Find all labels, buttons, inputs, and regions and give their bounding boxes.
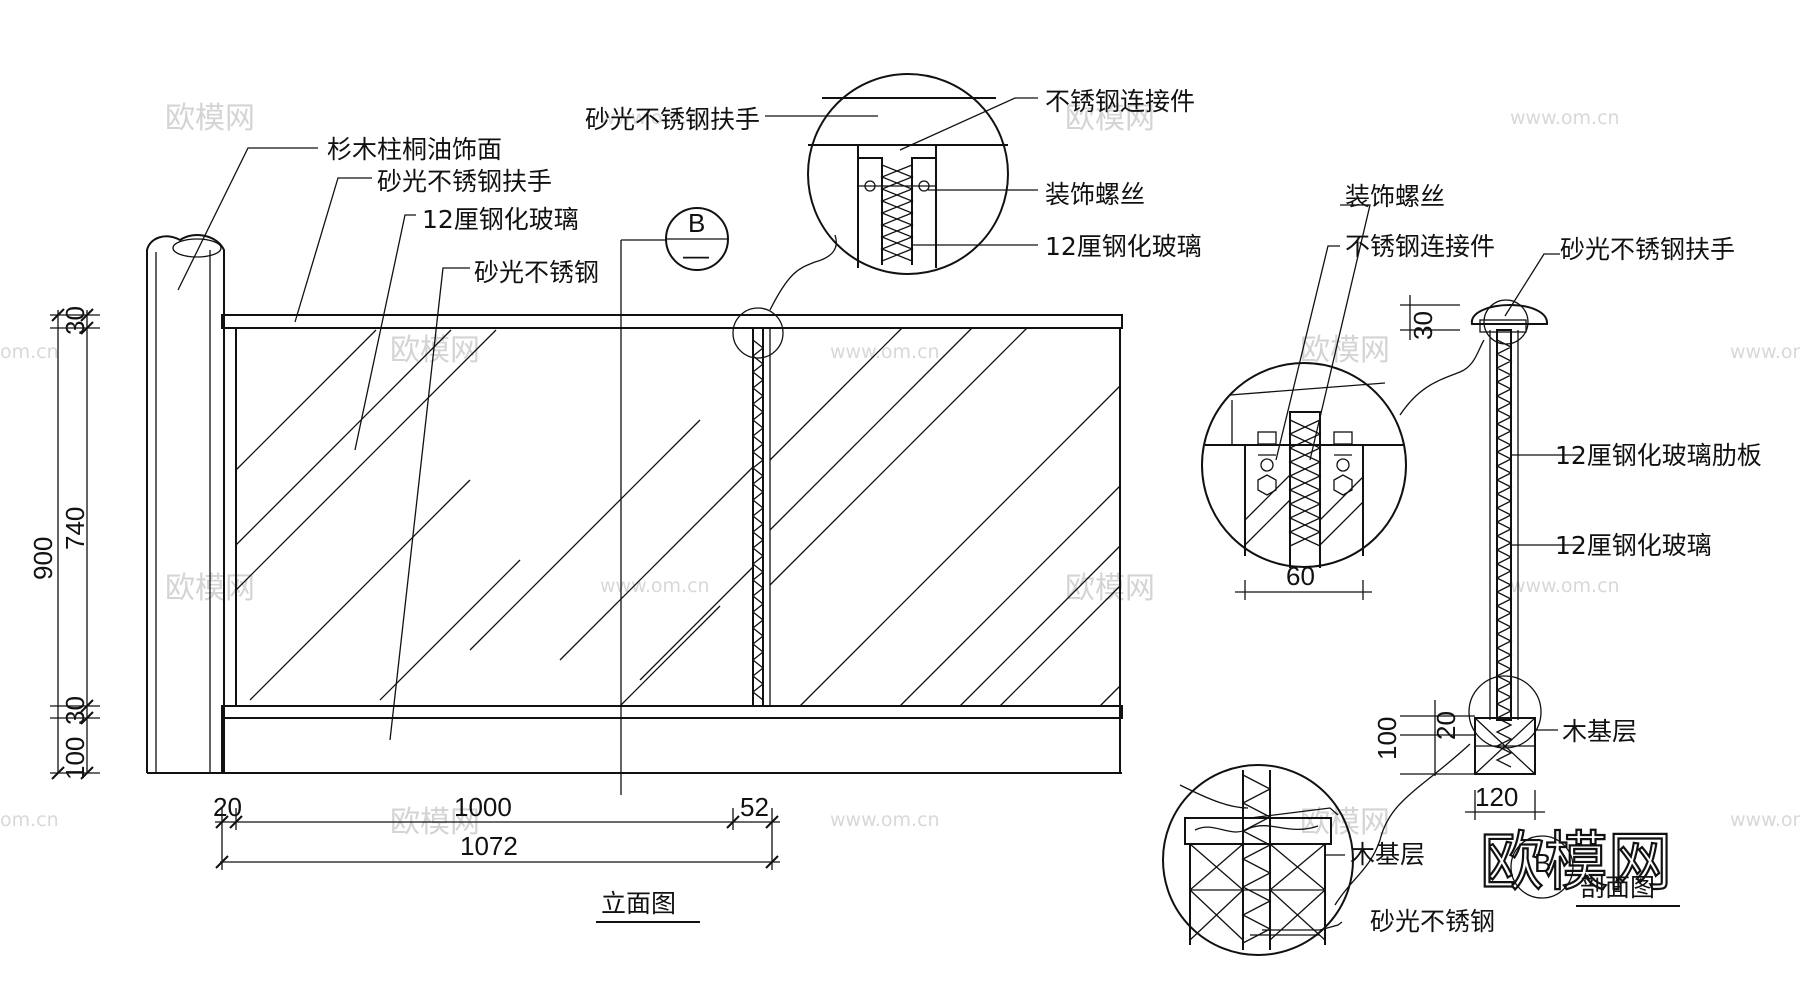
section-detail-width-dim: 60: [1286, 561, 1315, 591]
dim-panel-height: 740: [60, 507, 90, 550]
watermark-brand: 欧模网: [165, 101, 255, 136]
watermark-url: www.om.cn: [600, 575, 710, 597]
elevation-detail-circle: [732, 307, 784, 359]
section-dimensions: 30 20 100 120: [1372, 295, 1545, 820]
section-rib-label: 12厘钢化玻璃肋板: [1555, 441, 1762, 470]
watermark-brand: 欧模网: [1065, 101, 1155, 136]
section-connector-label: 不锈钢连接件: [1345, 232, 1495, 261]
section-title: 剖面图: [1580, 873, 1655, 902]
callout-fir-column: 杉木柱桐油饰面: [327, 135, 502, 164]
section-screw-label: 装饰螺丝: [1345, 182, 1445, 211]
dim-total-height: 900: [28, 537, 58, 580]
dim-total-width: 1072: [460, 831, 518, 861]
detail-top-screw-label: 装饰螺丝: [1045, 180, 1145, 209]
section-dim-rail: 20: [1431, 711, 1461, 740]
section-glass: [1496, 329, 1512, 721]
section-handrail: [1470, 303, 1548, 325]
elevation-bottom-rail: [221, 705, 1123, 719]
watermarks: 欧模网 欧模网 欧模网 欧模网 欧模网 欧模网 欧模网 欧模网 www.om.c…: [0, 101, 1800, 840]
dim-joint: 52: [740, 792, 769, 822]
dim-bottom-rail: 30: [60, 696, 90, 725]
elevation-glass-rib: [752, 327, 764, 707]
dim-span: 1000: [454, 792, 512, 822]
detail-top-handrail-joint: 砂光不锈钢扶手 不锈钢连接件 装饰螺丝 12厘钢化玻璃: [585, 73, 1202, 275]
dim-base: 100: [60, 737, 90, 780]
elevation-horizontal-dimensions: 20 1000 52 1072: [213, 792, 780, 870]
watermark-url: www.om.cn: [830, 341, 940, 363]
watermark-url: om.cn: [0, 809, 59, 831]
brand-logo: 欧模网: [1480, 826, 1672, 900]
fir-column: [146, 234, 225, 773]
detail-top-connector-label: 不锈钢连接件: [1045, 87, 1195, 116]
watermark-brand: 欧模网: [1300, 333, 1390, 368]
callout-glass: 12厘钢化玻璃: [422, 205, 579, 234]
elevation-vertical-dimensions: 900 740 30 30 100: [28, 306, 100, 780]
detail-bottom-steel-label: 砂光不锈钢: [1370, 907, 1495, 936]
detail-bottom-base: 木基层 砂光不锈钢: [1162, 743, 1495, 956]
section-marker-sheet: —: [683, 240, 709, 270]
callout-steel: 砂光不锈钢: [474, 258, 599, 287]
elevation-title: 立面图: [601, 889, 676, 918]
watermark-brand: 欧模网: [1065, 571, 1155, 606]
detail-bottom-wood-label: 木基层: [1350, 840, 1425, 869]
section-marker-letter: B: [688, 208, 705, 238]
detail-top-handrail-label: 砂光不锈钢扶手: [585, 105, 760, 134]
detail-top-glass-label: 12厘钢化玻璃: [1045, 232, 1202, 261]
section-wood-base-label: 木基层: [1562, 717, 1637, 746]
section-marker-b: B —: [621, 207, 729, 271]
watermark-url: www.om.cn: [1510, 107, 1620, 129]
watermark-url: www.om.cn: [1510, 575, 1620, 597]
dim-top: 30: [60, 306, 90, 335]
elevation-handrail: [221, 314, 1123, 329]
watermark-url: www.om.cn: [600, 107, 710, 129]
section-dim-width: 120: [1475, 782, 1518, 812]
section-view-marker: [1510, 835, 1574, 899]
dim-post: 20: [213, 792, 242, 822]
watermark-url: www.om.cn: [1730, 809, 1800, 831]
section-view: 装饰螺丝 不锈钢连接件 砂光不锈钢扶手 12厘钢化玻璃肋板 12厘钢化玻璃 木基…: [1275, 182, 1762, 907]
watermark-url: om.cn: [0, 341, 59, 363]
elevation-view: B — 杉木柱桐油饰面 砂光不锈钢扶手 12厘钢化玻璃 砂光不锈钢: [28, 135, 1123, 923]
callout-handrail: 砂光不锈钢扶手: [377, 167, 552, 196]
watermark-url: www.om.cn: [830, 809, 940, 831]
section-view-marker-letter: B: [1534, 848, 1551, 878]
detail-section-connector: 60: [1201, 339, 1485, 600]
section-handrail-label: 砂光不锈钢扶手: [1560, 235, 1735, 264]
section-glass-label: 12厘钢化玻璃: [1555, 531, 1712, 560]
watermark-url: www.om.cn: [1730, 341, 1800, 363]
section-dim-top: 30: [1408, 311, 1438, 340]
glass-reflection-lines: [235, 327, 1121, 707]
section-dim-base: 100: [1372, 717, 1402, 760]
elevation-glass-frame: [235, 328, 1121, 773]
